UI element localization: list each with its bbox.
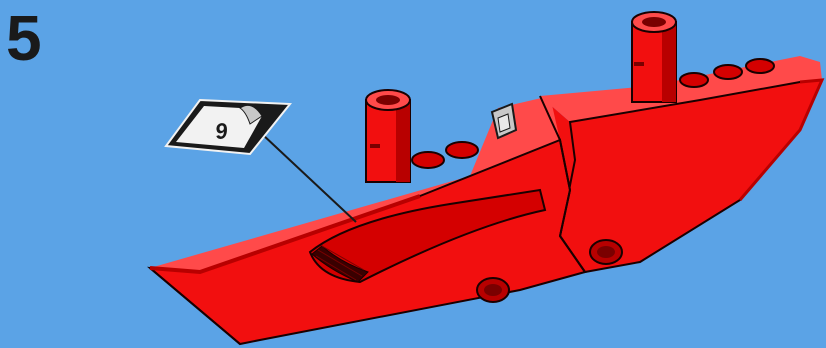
chimney-rear — [632, 12, 676, 102]
hull-front-porthole-inner — [484, 284, 502, 296]
stud — [714, 65, 742, 79]
hull-rear-porthole-inner — [597, 246, 615, 258]
chimney-front-shade — [396, 100, 410, 182]
chimney-front-hole — [376, 95, 400, 105]
stud — [446, 142, 478, 158]
stud — [680, 73, 708, 87]
chimney-rear-hole — [642, 17, 666, 27]
step-number: 5 — [6, 2, 42, 74]
chimney-rear-slot — [634, 62, 644, 66]
stud — [412, 152, 444, 168]
chimney-front — [366, 90, 410, 182]
chimney-front-slot — [370, 144, 380, 148]
chimney-rear-shade — [662, 22, 676, 102]
stud — [746, 59, 774, 73]
